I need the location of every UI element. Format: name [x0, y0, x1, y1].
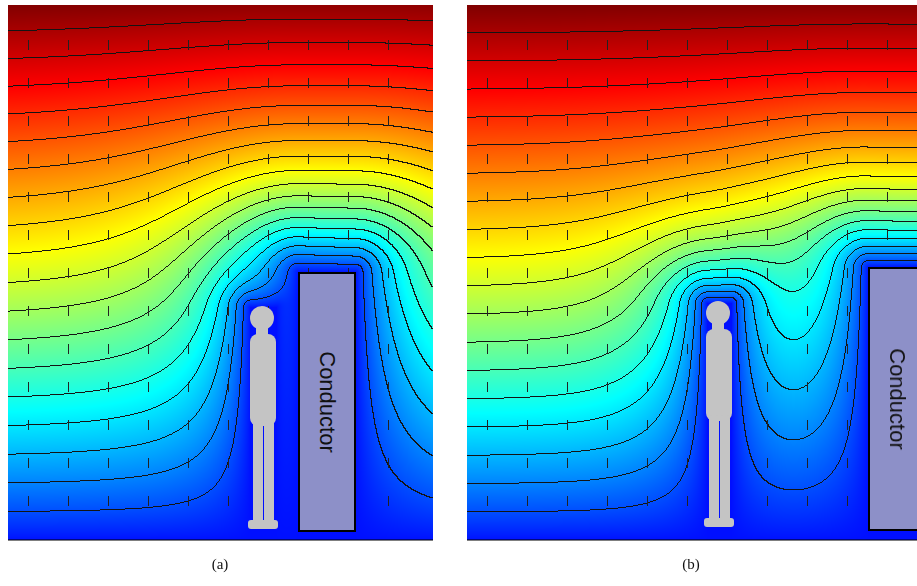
conductor-label: Conductor	[314, 351, 340, 453]
conductor-block: Conductor	[298, 272, 356, 532]
human-silhouette	[248, 306, 278, 529]
axis-ticks	[8, 540, 917, 541]
field-plot	[8, 5, 433, 540]
human-silhouette	[704, 301, 734, 527]
panel-label: (b)	[682, 556, 700, 573]
panel-label: (a)	[212, 556, 229, 573]
field-plot	[467, 5, 917, 540]
conductor-label: Conductor	[884, 348, 910, 450]
conductor-block: Conductor	[868, 267, 917, 531]
